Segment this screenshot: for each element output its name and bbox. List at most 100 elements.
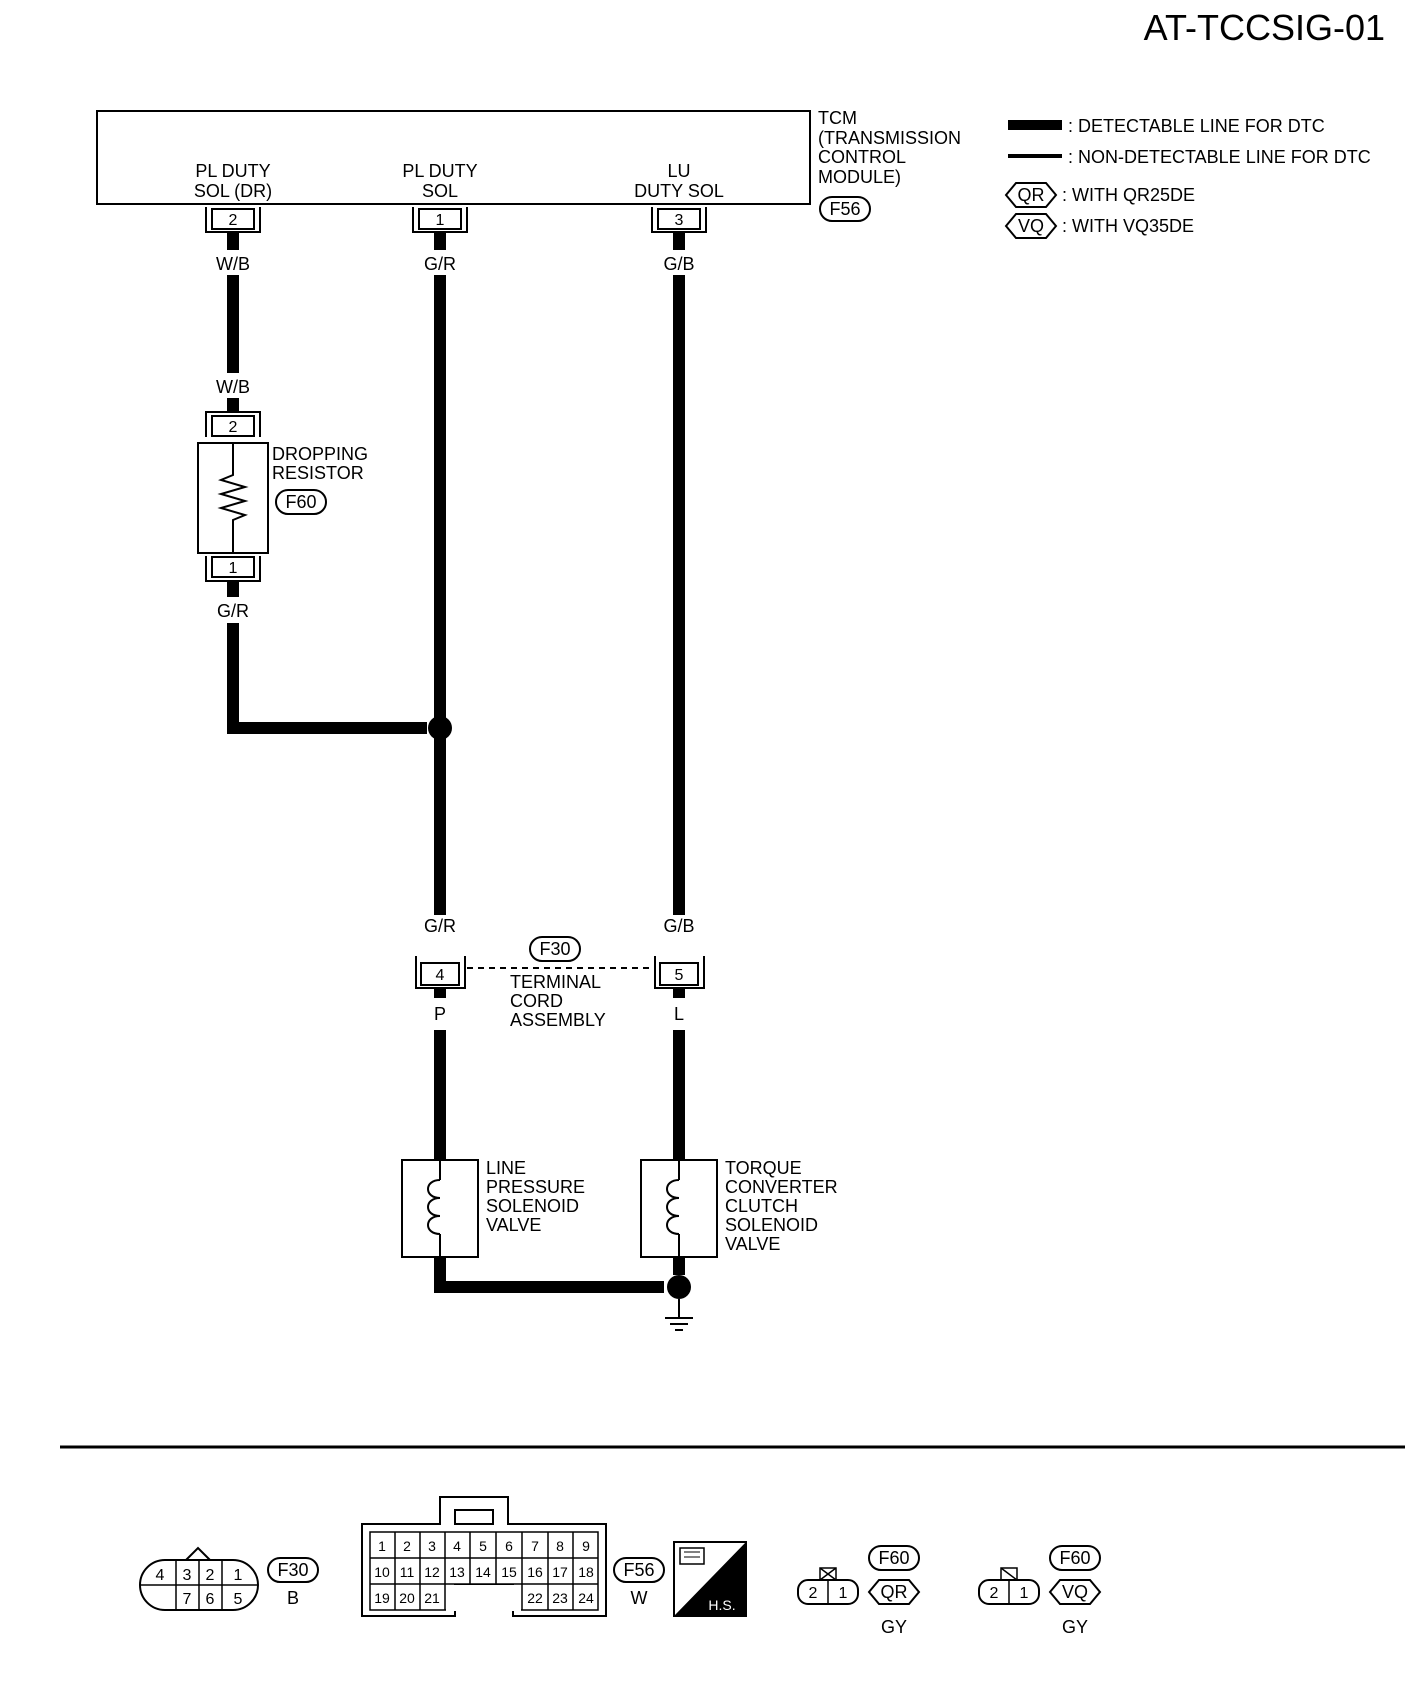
qr-tag-icon: QR [867,1579,921,1605]
terminal-label-pl-duty-dr: SOL (DR) [194,181,272,201]
connector-pin: 14 [475,1564,491,1580]
terminal-cord-label: ASSEMBLY [510,1010,606,1030]
ground-splice-dot [667,1275,691,1299]
connector-pin: 2 [809,1585,818,1602]
resistor-pin-bottom [211,556,255,578]
tcm-connector-tag: F56 [819,196,871,222]
torque-converter-valve-label: CONVERTER [725,1177,838,1197]
dropping-resistor: 2 1 [197,411,269,582]
wire-color-label: L [674,1004,684,1024]
tcm-name-line: CONTROL [818,147,906,167]
svg-text:F56: F56 [829,199,860,219]
coil-icon [427,1179,441,1235]
wire-color-label: G/B [663,916,694,936]
connector-pin: 3 [183,1567,192,1584]
tcm-name-line: MODULE) [818,167,901,187]
connector-pin: 4 [453,1538,461,1554]
connector-pin: 13 [449,1564,465,1580]
connector-pin: 19 [374,1590,390,1606]
svg-text:QR: QR [1018,185,1045,205]
connector-color-f56: W [631,1588,648,1608]
connector-pin: 24 [578,1590,594,1606]
connector-view-f56: 1 2 3 4 5 6 7 8 9 10 11 12 13 14 15 16 1… [361,1496,607,1617]
terminal-cord-tag: F30 [529,936,581,962]
connector-pin: 2 [990,1585,999,1602]
connector-pin: 12 [424,1564,440,1580]
svg-text:VQ: VQ [1018,216,1044,236]
resistor-zigzag-icon [217,443,249,553]
connector-pin: 1 [1020,1585,1029,1602]
vq-tag-icon: VQ [1048,1579,1102,1605]
line-pressure-valve-label: PRESSURE [486,1177,585,1197]
connector-pin: 2 [206,1567,215,1584]
diagram-id: AT-TCCSIG-01 [1144,7,1385,48]
wire-ground-left [434,1257,664,1293]
connector-pin: 16 [527,1564,543,1580]
connector-pin: 4 [156,1567,165,1584]
legend-thin-line-icon [1008,154,1062,158]
connector-pin: 10 [374,1564,390,1580]
connector-pin: 5 [234,1591,243,1608]
torque-converter-valve-label: VALVE [725,1234,780,1254]
terminal-label-lu-duty: LU [667,161,690,181]
terminal-cord-pin-4: 4 [415,956,466,989]
connector-pin: 17 [552,1564,568,1580]
connector-pin: 3 [428,1538,436,1554]
connector-view-f60-vq: 2 1 [978,1567,1040,1605]
dropping-resistor-label: DROPPING [272,444,368,464]
connector-pin: 1 [234,1567,243,1584]
svg-text:F60: F60 [285,492,316,512]
connector-pin: 22 [527,1590,543,1606]
svg-text:4: 4 [436,967,445,984]
connector-tag-f60-vq: F60 [1049,1545,1101,1571]
svg-text:5: 5 [675,967,684,984]
connector-pin: 7 [183,1591,192,1608]
legend-thick-line-icon [1008,120,1062,130]
svg-text:F56: F56 [623,1560,654,1580]
wire-color-label: G/R [424,916,456,936]
wire-color-label: W/B [216,377,250,397]
terminal-cord-label: TERMINAL [510,972,601,992]
wire-color-label: G/R [217,601,249,621]
svg-text:1: 1 [229,560,238,577]
wire-harness [227,232,685,1293]
connector-pin: 15 [501,1564,517,1580]
connector-color-f60-qr: GY [881,1617,907,1637]
connector-pin: 18 [578,1564,594,1580]
coil-icon [666,1179,680,1235]
dropping-resistor-label: RESISTOR [272,463,364,483]
wire-color-label: W/B [216,254,250,274]
tcm-pin-3: 3 [651,207,707,233]
connector-tag-f30: F30 [267,1557,319,1583]
connector-pin: 1 [378,1538,386,1554]
legend-vq-tag: VQ [1004,213,1058,239]
tcm-box [96,110,811,205]
terminal-label-pl-duty: SOL [422,181,458,201]
tcm-name-line: TCM [818,108,857,128]
connector-pin: 5 [479,1538,487,1554]
svg-text:2: 2 [229,212,238,229]
connector-view-f60-qr: 2 1 [797,1567,859,1605]
connector-color-f30: B [287,1588,299,1608]
connector-pin: 6 [206,1591,215,1608]
connector-pin: 9 [582,1538,590,1554]
line-pressure-solenoid-valve [401,1159,479,1258]
ground-icon [665,1299,693,1331]
terminal-label-lu-duty: DUTY SOL [634,181,724,201]
resistor-connector-tag: F60 [275,489,327,515]
line-pressure-valve-label: LINE [486,1158,526,1178]
torque-converter-valve-label: TORQUE [725,1158,802,1178]
connector-pin: 1 [839,1585,848,1602]
wire-color-label: G/R [424,254,456,274]
line-pressure-valve-label: SOLENOID [486,1196,579,1216]
tcm-pin-2: 2 [205,207,261,233]
tcm-name-line: (TRANSMISSION [818,128,961,148]
svg-text:2: 2 [229,419,238,436]
tcm-pin-1: 1 [412,207,468,233]
wire-color-label: G/B [663,254,694,274]
svg-text:F30: F30 [277,1560,308,1580]
terminal-cord-label: CORD [510,991,563,1011]
terminal-label-pl-duty-dr: PL DUTY [195,161,270,181]
svg-text:QR: QR [881,1582,908,1602]
